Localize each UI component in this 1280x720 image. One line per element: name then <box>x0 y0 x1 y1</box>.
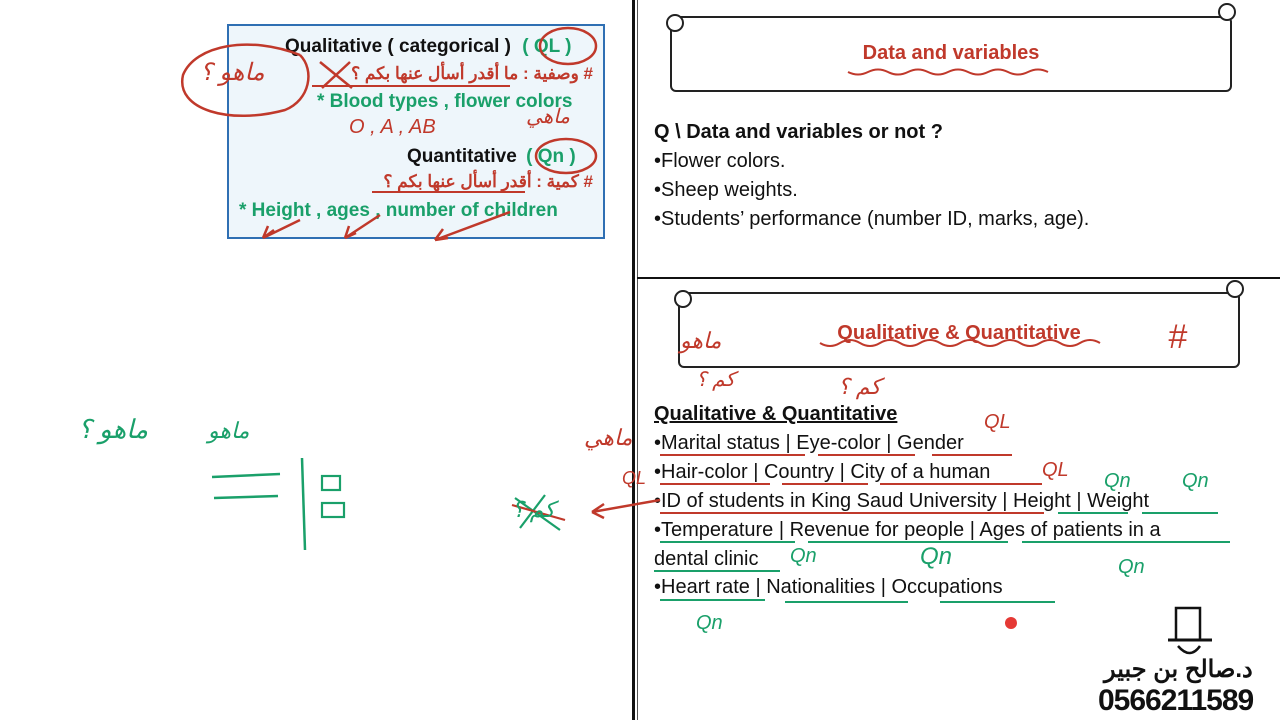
center-divider <box>632 0 635 720</box>
card-arabic-quantitative-text: # كمية : أقدر أسأل عنها بكم ؟ <box>383 172 593 191</box>
banner-curl-right-top <box>1218 3 1236 21</box>
handwritten-qn-2: Qn <box>1182 470 1209 492</box>
logo-name: د.صالح بن جبير <box>1104 656 1253 683</box>
banner-wavy-underline-2 <box>847 68 1049 76</box>
card-title-qualitative-text: Qualitative ( categorical ) <box>285 36 511 57</box>
green-box-2 <box>320 501 346 519</box>
handwritten-qn-3: Qn <box>790 545 817 567</box>
card-arabic-quantitative: # كمية : أقدر أسأل عنها بكم ؟ <box>383 172 593 192</box>
qn-badge: ( Qn ) <box>526 146 576 167</box>
banner2-curl-right-top <box>1226 280 1244 298</box>
data-variables-item-2: •Sheep weights. <box>654 179 798 201</box>
card-blood-note: O , A , AB <box>349 116 436 139</box>
banner2-curl-left-top <box>674 290 692 308</box>
qual-quant-line-6: •Heart rate | Nationalities | Occupation… <box>654 576 1003 598</box>
handwritten-mahi-2: ماهي <box>584 425 633 450</box>
handwritten-ql-1: QL <box>984 411 1011 433</box>
green-vertical-line <box>300 457 307 551</box>
handwritten-kam-2: كم ؟ <box>512 497 555 522</box>
logo-face <box>1177 645 1202 655</box>
qn-badge-text: Qn <box>537 146 565 167</box>
qual-quant-line-1: •Marital status | Eye-color | Gender <box>654 432 964 454</box>
handwritten-qn-5: Qn <box>1118 556 1145 578</box>
banner-curl-left-top <box>666 14 684 32</box>
data-variables-banner: Data and variables <box>670 16 1232 92</box>
green-box-1 <box>320 474 342 492</box>
center-divider-2 <box>637 0 638 720</box>
red-pointer-dot <box>1005 617 1017 629</box>
handwritten-qn-4: Qn <box>920 543 953 570</box>
green-line-1 <box>211 472 281 479</box>
crossed-mark-red <box>511 503 566 522</box>
data-variables-banner-title: Data and variables <box>862 42 1040 64</box>
red-arrow-left <box>591 498 661 520</box>
handwritten-ql-2: QL <box>1042 459 1069 481</box>
qual-quant-banner-title: Qualitative & Quantitative <box>837 322 1081 344</box>
handwritten-qn-6: Qn <box>696 612 723 634</box>
data-variables-question: Q \ Data and variables or not ? <box>654 121 943 143</box>
card-height-ages: * Height , ages , number of children <box>239 200 558 222</box>
logo-phone: 0566211589 <box>1098 684 1254 717</box>
card-title-quantitative: Quantitative ( Qn ) <box>407 146 576 168</box>
handwritten-qn-1: Qn <box>1104 470 1131 492</box>
green-line-2 <box>213 494 279 500</box>
card-arabic-qualitative-text: # وصفية : ما أقدر أسأل عنها بكم ؟ <box>351 64 593 83</box>
left-card-red-loop <box>180 43 310 117</box>
logo-hat-crown <box>1174 606 1202 642</box>
card-title-quantitative-text: Quantitative <box>407 146 517 167</box>
card-height-ages-text: * Height , ages , number of children <box>239 200 558 221</box>
data-variables-item-1: •Flower colors. <box>654 150 786 172</box>
card-blood-note-text: O , A , AB <box>349 116 436 138</box>
red-cross-mark <box>319 61 353 89</box>
qual-quant-line-5: dental clinic <box>654 548 759 570</box>
handwritten-ql-3: QL <box>622 468 647 488</box>
handwritten-mahu-question: ماهو ؟ <box>78 414 149 444</box>
red-arrow-2 <box>343 213 381 240</box>
handwritten-mahu-2: ماهو <box>680 328 722 353</box>
qual-quant-heading: Qualitative & Quantitative <box>654 403 898 425</box>
qual-quant-line-4: •Temperature | Revenue for people | Ages… <box>654 519 1161 541</box>
banner-wavy-underline-1 <box>819 339 1101 347</box>
qual-quant-line-3: •ID of students in King Saud University … <box>654 490 1150 512</box>
card-blood-types: * Blood types , flower colors <box>317 91 573 113</box>
handwritten-mahu-red: ماهو ؟ <box>200 59 265 86</box>
handwritten-kam-1: كم ؟ <box>838 374 881 399</box>
card-blood-types-text: * Blood types , flower colors <box>317 91 573 112</box>
qual-quant-line-2: •Hair-color | Country | City of a human <box>654 461 991 483</box>
handwritten-mahi: ماهي <box>526 106 571 128</box>
card-arabic-qualitative: # وصفية : ما أقدر أسأل عنها بكم ؟ <box>351 64 593 84</box>
ql-badge-circle <box>538 26 598 66</box>
red-arrow-1 <box>261 218 301 240</box>
handwritten-kam-3: كم ؟ <box>696 369 736 391</box>
qn-badge-circle <box>534 137 598 175</box>
qualitative-quantitative-card: Qualitative ( categorical ) ( QL ) # وصف… <box>227 24 605 239</box>
handwritten-hash: # <box>1168 318 1187 356</box>
data-variables-item-3: •Students’ performance (number ID, marks… <box>654 208 1090 230</box>
right-horizontal-divider <box>637 277 1280 279</box>
qual-quant-banner: Qualitative & Quantitative <box>678 292 1240 368</box>
red-arrow-3 <box>433 210 511 242</box>
handwritten-mahu: ماهو <box>208 418 250 443</box>
